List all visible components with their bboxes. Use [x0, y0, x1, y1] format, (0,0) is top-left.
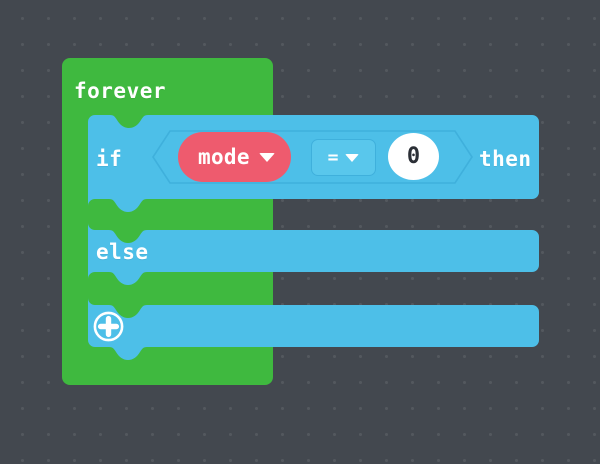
add-branch-button[interactable]: [93, 311, 124, 342]
plus-circle-icon: [93, 311, 124, 342]
if-keyword-label: if: [96, 147, 123, 171]
else-keyword-label: else: [96, 240, 149, 264]
operator-symbol-label: =: [327, 146, 339, 168]
variable-dropdown-mode[interactable]: mode: [178, 132, 291, 182]
forever-block-label: forever: [74, 79, 167, 103]
operator-dropdown[interactable]: =: [311, 139, 376, 176]
chevron-down-icon: [345, 153, 360, 162]
number-input-field[interactable]: 0: [388, 133, 439, 180]
then-keyword-label: then: [479, 147, 532, 171]
number-value-label: 0: [406, 143, 421, 169]
chevron-down-icon: [258, 152, 275, 162]
condition-socket-outline[interactable]: [152, 130, 473, 184]
variable-name-label: mode: [198, 144, 250, 169]
